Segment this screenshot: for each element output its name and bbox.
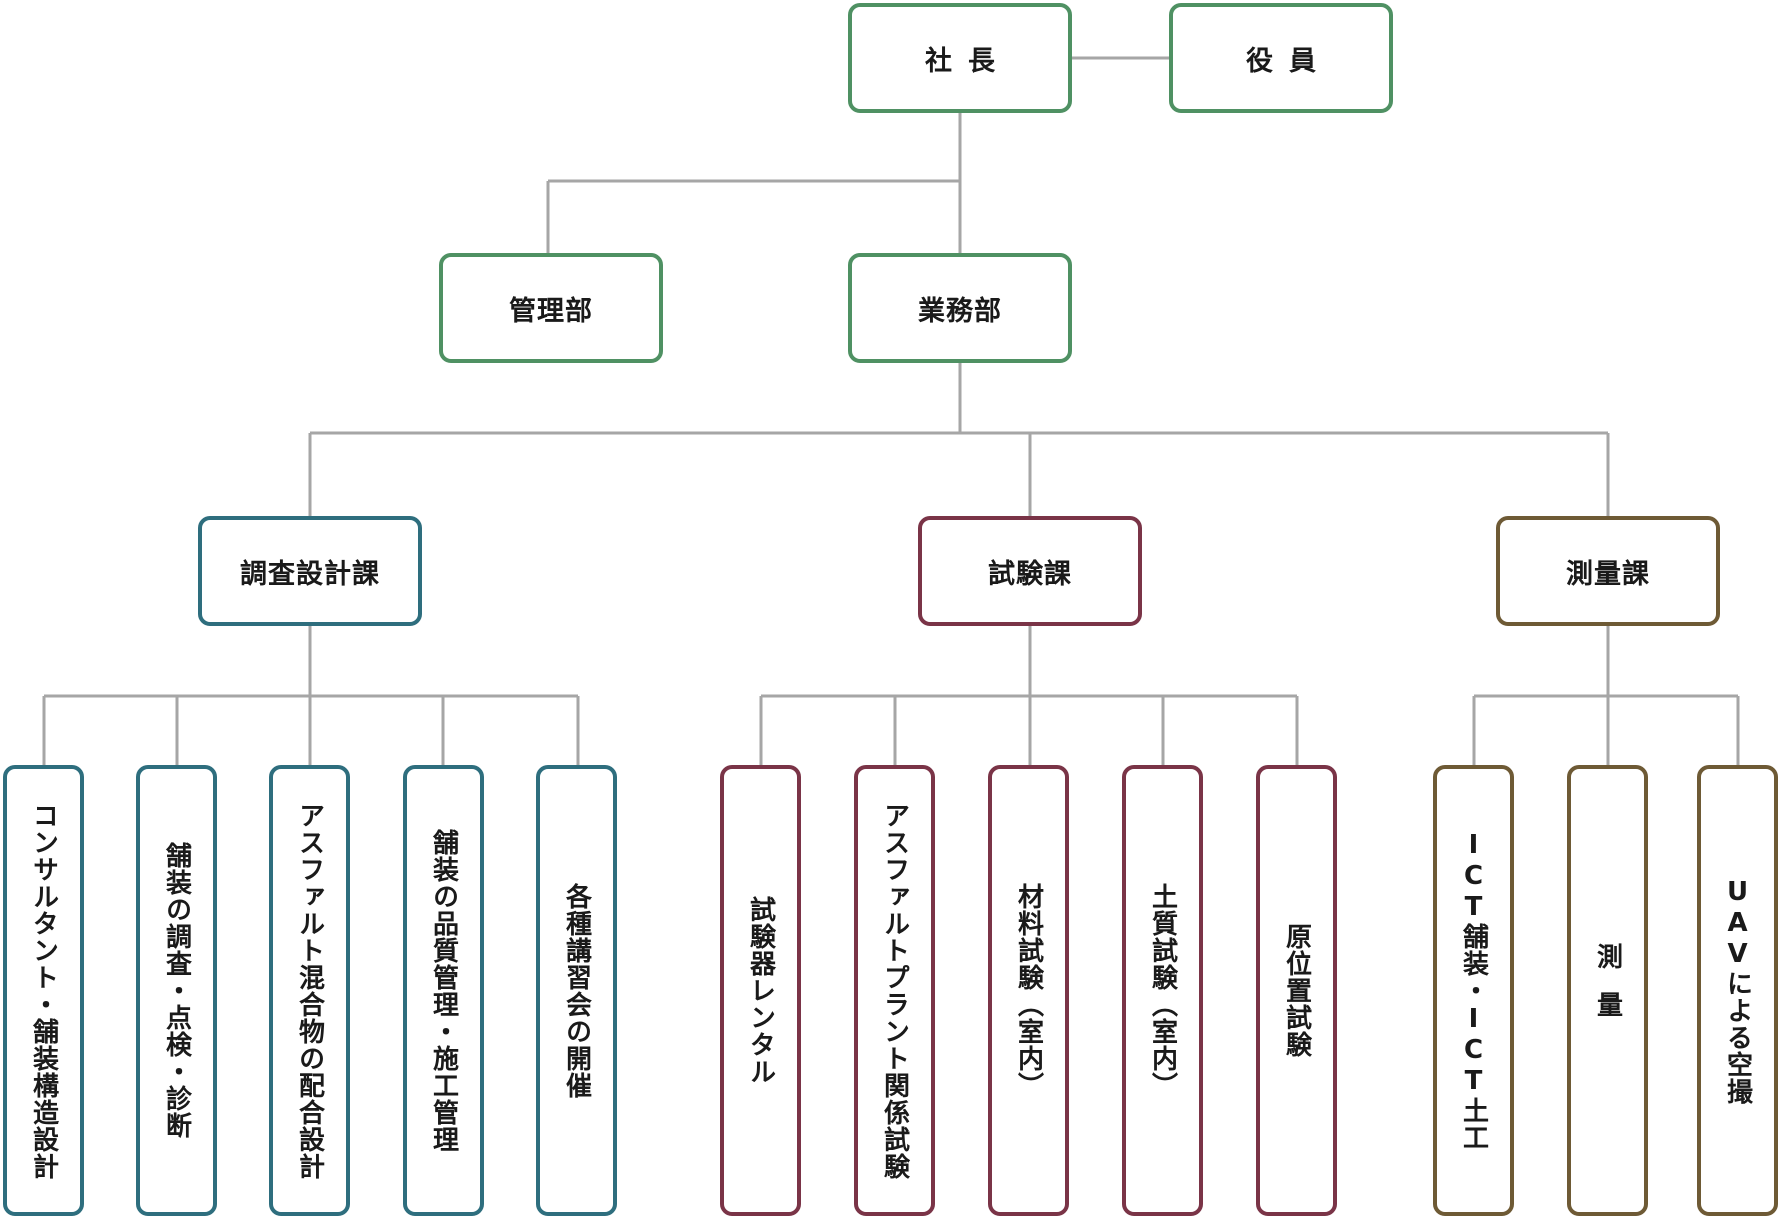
- node-testing-item-label: 原位置試験: [1281, 923, 1312, 1058]
- node-operations-dept: 業務部: [848, 253, 1072, 363]
- node-survey-item-label: コンサルタント・舗装構造設計: [28, 801, 59, 1180]
- node-survey-item: 舗装の調査・点検・診断: [136, 765, 217, 1216]
- node-admin-dept-label: 管理部: [509, 295, 593, 327]
- node-survey-item-label: 各種講習会の開催: [561, 882, 592, 1099]
- node-testing-item: 原位置試験: [1256, 765, 1337, 1216]
- node-survey-design-section: 調査設計課: [198, 516, 422, 626]
- node-surveying-item: UAVによる空撮: [1697, 765, 1778, 1216]
- node-survey-item: アスファルト混合物の配合設計: [269, 765, 350, 1216]
- node-testing-section: 試験課: [918, 516, 1142, 626]
- node-testing-item-label: 土質試験（室内）: [1147, 882, 1178, 1099]
- node-survey-item-label: アスファルト混合物の配合設計: [294, 801, 325, 1180]
- node-survey-item-label: 舗装の調査・点検・診断: [161, 842, 192, 1139]
- node-testing-item: 材料試験（室内）: [988, 765, 1069, 1216]
- node-testing-item-label: 材料試験（室内）: [1013, 882, 1044, 1099]
- node-testing-item: 土質試験（室内）: [1122, 765, 1203, 1216]
- node-testing-item: アスファルトプラント関係試験: [854, 765, 935, 1216]
- node-executives: 役員: [1169, 3, 1393, 113]
- node-surveying-item-label: 測量: [1592, 942, 1623, 1039]
- node-surveying-item-label: UAVによる空撮: [1722, 876, 1753, 1105]
- node-survey-item: 舗装の品質管理・施工管理: [403, 765, 484, 1216]
- node-survey-item-label: 舗装の品質管理・施工管理: [428, 828, 459, 1153]
- node-surveying-section-label: 測量課: [1566, 558, 1650, 590]
- node-surveying-item: 測量: [1567, 765, 1648, 1216]
- node-testing-section-label: 試験課: [988, 558, 1072, 590]
- node-testing-item-label: アスファルトプラント関係試験: [879, 801, 910, 1180]
- node-admin-dept: 管理部: [439, 253, 663, 363]
- node-survey-item: 各種講習会の開催: [536, 765, 617, 1216]
- node-testing-item-label: 試験器レンタル: [745, 896, 776, 1085]
- node-surveying-item: ICT舗装・ICT土工: [1433, 765, 1514, 1216]
- node-survey-item: コンサルタント・舗装構造設計: [3, 765, 84, 1216]
- node-president-label: 社長: [925, 45, 1011, 77]
- node-operations-dept-label: 業務部: [918, 295, 1002, 327]
- node-testing-item: 試験器レンタル: [720, 765, 801, 1216]
- node-surveying-item-label: ICT舗装・ICT土工: [1458, 830, 1489, 1151]
- node-surveying-section: 測量課: [1496, 516, 1720, 626]
- node-executives-label: 役員: [1246, 45, 1332, 77]
- node-survey-design-section-label: 調査設計課: [240, 558, 380, 590]
- node-president: 社長: [848, 3, 1072, 113]
